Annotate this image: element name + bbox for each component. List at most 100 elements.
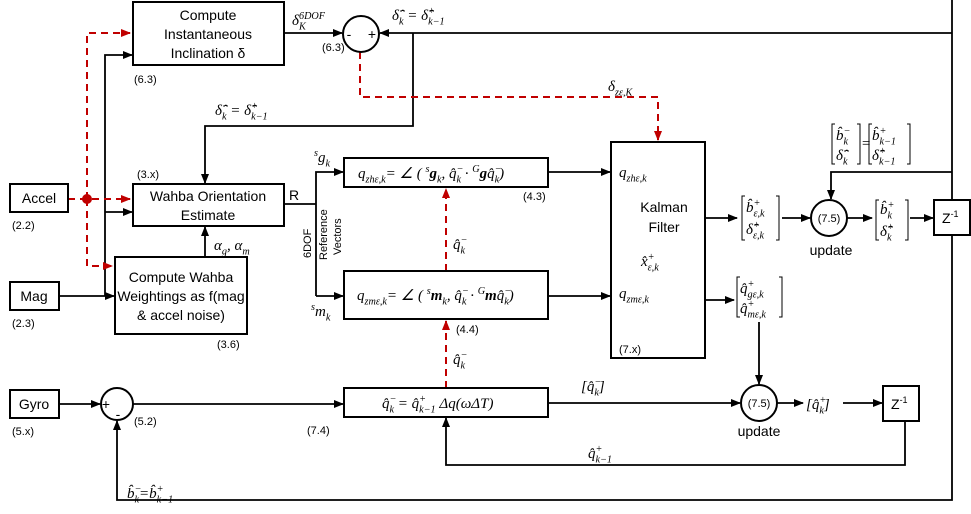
math-segment: k [843, 157, 848, 168]
weightings-line: & accel noise) [137, 307, 225, 323]
math-segment: − [222, 101, 229, 112]
math-segment: g [318, 150, 326, 166]
sum-junction-gyro: + - (5.2) [100, 387, 157, 428]
delta-prior-mid-label: δ̂−k = δ̂+k−1 [215, 101, 268, 123]
math-segment: k [456, 175, 461, 186]
reference-vectors-label: Vectors [332, 218, 344, 255]
accel-junction-dot [82, 194, 92, 204]
math-segment: g [479, 166, 488, 182]
math-segment: = ∠ ( [386, 166, 426, 182]
delay-z: Z [891, 396, 900, 412]
signal-wires [59, 0, 953, 501]
s-g-label: sgk [314, 148, 330, 170]
math-segment: − [462, 286, 469, 297]
math-segment: − [844, 126, 851, 137]
inclination-line: Instantaneous [164, 26, 252, 42]
math-segment: k−1 [880, 137, 897, 148]
kalman-filter-block: qzhε,k Kalman Filter x̂+ε,k qzmε,k (7.x) [610, 141, 706, 359]
equals-sign: = [861, 136, 871, 152]
math-segment: k−1 [251, 112, 268, 123]
math-segment: − [504, 286, 511, 297]
math-segment: + [754, 198, 761, 209]
inclination-block: Compute Instantaneous Inclination δ (6.3… [132, 1, 285, 86]
gyro-block: Gyro (5.x) [9, 389, 60, 438]
math-segment: k [442, 297, 447, 308]
qg-eps-label: q̂+gε,k [740, 279, 764, 301]
math-segment: b̂ [746, 199, 754, 216]
sum-junction-top: - + (6.3) [322, 15, 380, 54]
math-segment: zmε,k [364, 297, 388, 308]
math-segment: k−1 [879, 157, 896, 168]
math-segment: m [485, 288, 497, 304]
accel-ref: (2.2) [12, 220, 35, 232]
math-segment: = δ̂ [227, 103, 258, 119]
s-m-label: smk [311, 302, 331, 324]
math-segment: q̂ [740, 301, 748, 317]
math-segment: b̂ [127, 485, 135, 502]
delta-eps-label: δ̂+ε,k [746, 220, 765, 242]
math-segment: − [461, 235, 468, 246]
qm-eps-label: q̂+mε,k [740, 299, 766, 321]
inclination-line: Compute [180, 7, 237, 23]
q-prior-vector-label: [q̂−k] [581, 377, 605, 399]
math-segment: ε,k [648, 263, 660, 274]
update-lower-ref: (7.5) [748, 398, 771, 410]
q-prev-label: q̂+k−1 [588, 444, 612, 466]
wahba-line: Wahba Orientation [150, 188, 266, 204]
math-segment: + [879, 146, 886, 157]
math-segment: δ [608, 79, 616, 95]
math-segment: k [887, 233, 892, 244]
math-segment: − [456, 164, 463, 175]
b-post-label: b̂+k [880, 200, 894, 222]
accel-block: Accel (2.2) [9, 183, 69, 232]
math-segment: k [399, 17, 404, 28]
sum-top-ref: (6.3) [322, 42, 345, 54]
math-segment: − [594, 377, 601, 388]
inclination-line: Inclination δ [171, 45, 246, 61]
propagation-block: q̂−k = q̂+k−1 Δq(ωΔT) (7.4) [307, 387, 549, 437]
delta-z-label: δzε,K [608, 79, 634, 99]
b-prev-label: b̂+k−1 [872, 126, 896, 148]
delay-upper-label: Z-1 [942, 209, 959, 226]
delay-block-upper: Z-1 [933, 199, 971, 236]
math-segment: zhε,k [626, 174, 648, 185]
kalman-title: Filter [648, 219, 679, 235]
qzh-block: qzhε,k= ∠ ( sgk, q̂−k · Ggq̂−k) (4.3) [343, 157, 549, 203]
math-segment: k [888, 211, 893, 222]
math-segment: b̂ [880, 201, 888, 218]
math-segment: k [325, 159, 330, 170]
math-segment: = ∠ ( [387, 288, 427, 304]
math-segment: + [251, 101, 258, 112]
dashed-signal-wires [68, 29, 662, 388]
math-segment: + [748, 299, 755, 310]
math-segment: [q̂ [806, 397, 820, 413]
math-segment: δ [292, 13, 300, 29]
math-segment: = δ̂ [404, 8, 435, 24]
inclination-ref: (6.3) [134, 74, 157, 86]
math-segment: + [887, 222, 894, 233]
wahba-ref: (3.x) [137, 169, 159, 181]
math-segment: zhε,k [365, 175, 387, 186]
math-segment: 6DOF [299, 11, 326, 22]
math-segment: k [390, 405, 395, 416]
math-segment: = [861, 136, 871, 152]
math-segment: s [427, 286, 431, 297]
math-segment: · [466, 288, 477, 304]
plus-sign: + [368, 26, 376, 42]
math-segment: + [596, 444, 603, 455]
math-segment: , q̂ [441, 166, 457, 182]
math-segment: zε,K [614, 88, 634, 99]
math-segment: k−1 [428, 17, 445, 28]
sum-gyro-ref: (5.2) [134, 416, 157, 428]
delta-post-label: δ̂+k [880, 222, 894, 244]
math-segment: = q̂ [394, 396, 420, 412]
math-segment: ] [823, 397, 830, 413]
math-segment: + [419, 394, 426, 405]
update-node-lower: (7.5) update [738, 384, 781, 439]
wahba-line: Estimate [181, 207, 236, 223]
delta-prior-top-label: δ̂−k = δ̂+k−1 [392, 6, 445, 28]
math-segment: q̂ [588, 446, 596, 462]
wahba-block: Wahba Orientation Estimate (3.x) R [132, 169, 299, 227]
